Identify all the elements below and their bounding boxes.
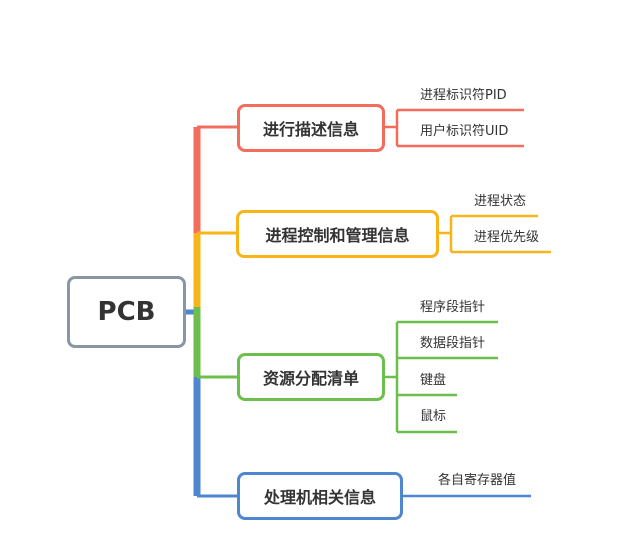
leaf-node[interactable]: 鼠标 (420, 409, 447, 424)
root-label: PCB (97, 297, 156, 327)
leaf-node[interactable]: 进程优先级 (474, 230, 540, 245)
branch-node-control[interactable]: 进程控制和管理信息 (236, 210, 439, 258)
leaf-bracket-resource (385, 320, 498, 434)
branch-node-describe[interactable]: 进行描述信息 (237, 104, 385, 152)
branch-label: 资源分配清单 (262, 369, 359, 388)
branch-label: 进程控制和管理信息 (265, 226, 410, 245)
branch-label: 进行描述信息 (262, 120, 359, 139)
branch-label: 处理机相关信息 (263, 488, 376, 507)
leaf-node[interactable]: 进程状态 (474, 194, 527, 209)
leaf-bracket-control (439, 214, 551, 254)
leaf-node[interactable]: 进程标识符PID (420, 88, 507, 103)
leaf-node[interactable]: 键盘 (420, 373, 447, 388)
branch-node-resource[interactable]: 资源分配清单 (237, 353, 385, 401)
leaf-node[interactable]: 程序段指针 (420, 300, 486, 315)
leaf-node[interactable]: 数据段指针 (420, 336, 486, 351)
root-node[interactable]: PCB (67, 276, 186, 348)
leaf-node[interactable]: 用户标识符UID (420, 124, 509, 139)
leaf-bracket-describe (385, 108, 524, 148)
branch-node-processor[interactable]: 处理机相关信息 (237, 472, 403, 520)
leaf-node[interactable]: 各自寄存器值 (438, 473, 517, 488)
